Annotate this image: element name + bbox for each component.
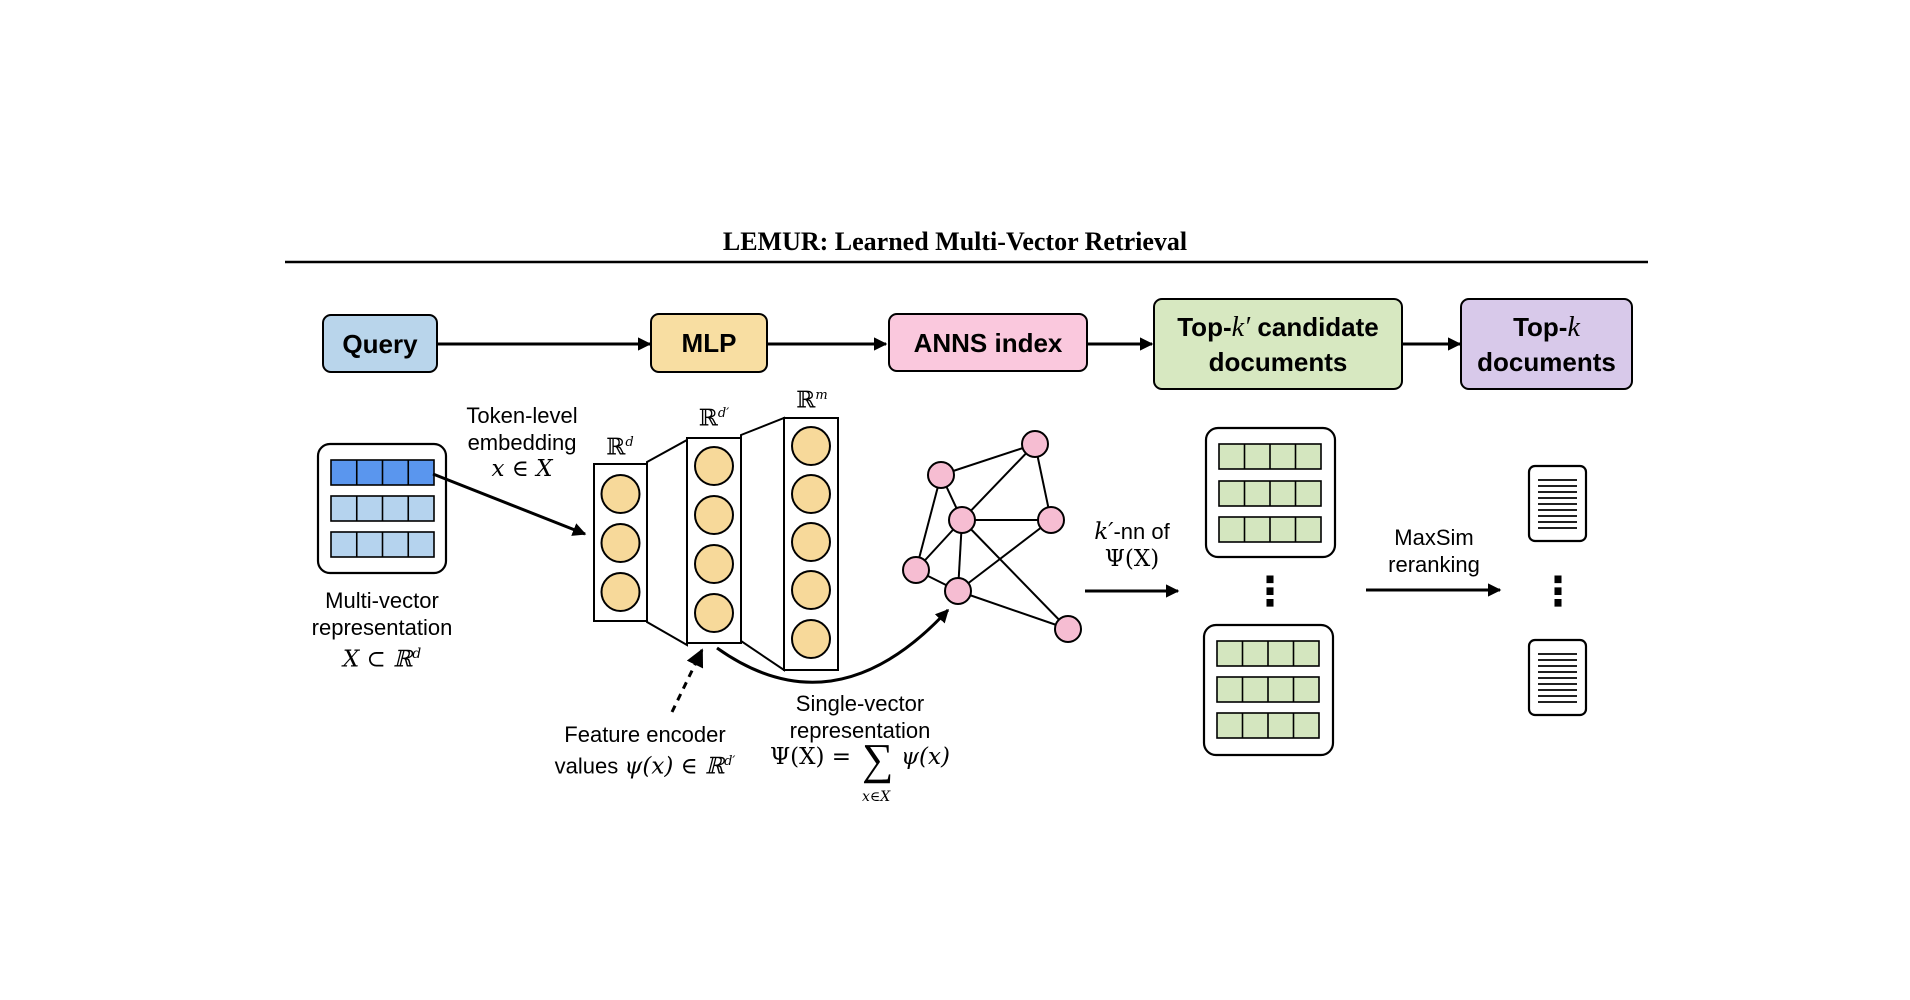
- graph-icon: [902, 430, 1082, 643]
- maxsim-label: MaxSim reranking: [1388, 525, 1480, 577]
- neuron: [694, 446, 734, 486]
- topk-line1: Top-k: [1513, 311, 1580, 343]
- graph-node: [944, 577, 972, 605]
- anns-label: ANNS index: [913, 327, 1063, 358]
- candidates-line2: documents: [1208, 346, 1348, 377]
- neuron: [600, 523, 641, 563]
- document-icon: [1527, 638, 1588, 717]
- layer3-dim-label: ℝm: [796, 387, 828, 414]
- candidate-ellipsis: ⋮: [1250, 570, 1290, 614]
- mlp-label: MLP: [681, 328, 737, 358]
- k-prime-symbol: k′: [1231, 311, 1251, 343]
- multi-vector-label: Multi-vector representation X ⊂ ℝd: [311, 588, 453, 673]
- layer1-dim-label: ℝd: [606, 434, 634, 461]
- single-vector-arrow: [716, 608, 950, 684]
- token-row: [330, 531, 435, 558]
- graph-node: [1037, 506, 1065, 534]
- graph-node: [927, 461, 955, 489]
- result-ellipsis: ⋮: [1538, 570, 1578, 614]
- multi-vector-matrix: [316, 442, 448, 575]
- neuron: [791, 619, 831, 659]
- query-label: Query: [342, 328, 418, 359]
- neuron: [791, 426, 831, 466]
- topk-documents-box: Top-k documents: [1460, 298, 1633, 390]
- token-embedding-label: Token-level embedding x ∈ X: [466, 403, 578, 482]
- document-icon: [1527, 464, 1588, 543]
- feature-encoder-label: Feature encoder values ψ(x) ∈ ℝd′: [554, 722, 736, 780]
- neuron: [694, 544, 734, 584]
- diagram-title: LEMUR: Learned Multi-Vector Retrieval: [722, 227, 1188, 256]
- neuron: [791, 570, 831, 610]
- query-box: Query: [322, 314, 438, 373]
- mlp-box: MLP: [650, 313, 768, 373]
- token-row: [330, 495, 435, 522]
- neuron: [791, 474, 831, 514]
- graph-node: [902, 556, 930, 584]
- neuron: [694, 495, 734, 535]
- single-vector-label: Single-vector representation: [789, 691, 931, 743]
- neuron: [600, 474, 641, 514]
- sum-symbol: ∑: [862, 735, 894, 784]
- candidates-line1: Top-k′ candidate: [1177, 311, 1379, 343]
- layer2-dim-label: ℝd′: [698, 405, 730, 432]
- neuron: [791, 522, 831, 562]
- graph-node: [1054, 615, 1082, 643]
- knn-label: k′-nn of Ψ(X): [1094, 519, 1170, 572]
- k-symbol: k: [1567, 311, 1580, 343]
- neurons: [600, 426, 831, 659]
- graph-node: [1021, 430, 1049, 458]
- candidate-document-bottom: [1202, 623, 1335, 757]
- anns-index-box: ANNS index: [888, 313, 1088, 372]
- token-embedding-arrow: [432, 472, 587, 536]
- candidate-document-top: [1204, 426, 1337, 559]
- graph-node: [948, 506, 976, 534]
- neuron: [600, 572, 641, 612]
- candidate-documents-box: Top-k′ candidate documents: [1153, 298, 1403, 390]
- neuron: [694, 593, 734, 633]
- topk-line2: documents: [1477, 346, 1616, 377]
- feature-encoder-arrow: [670, 648, 704, 713]
- token-row-highlighted: [330, 459, 435, 486]
